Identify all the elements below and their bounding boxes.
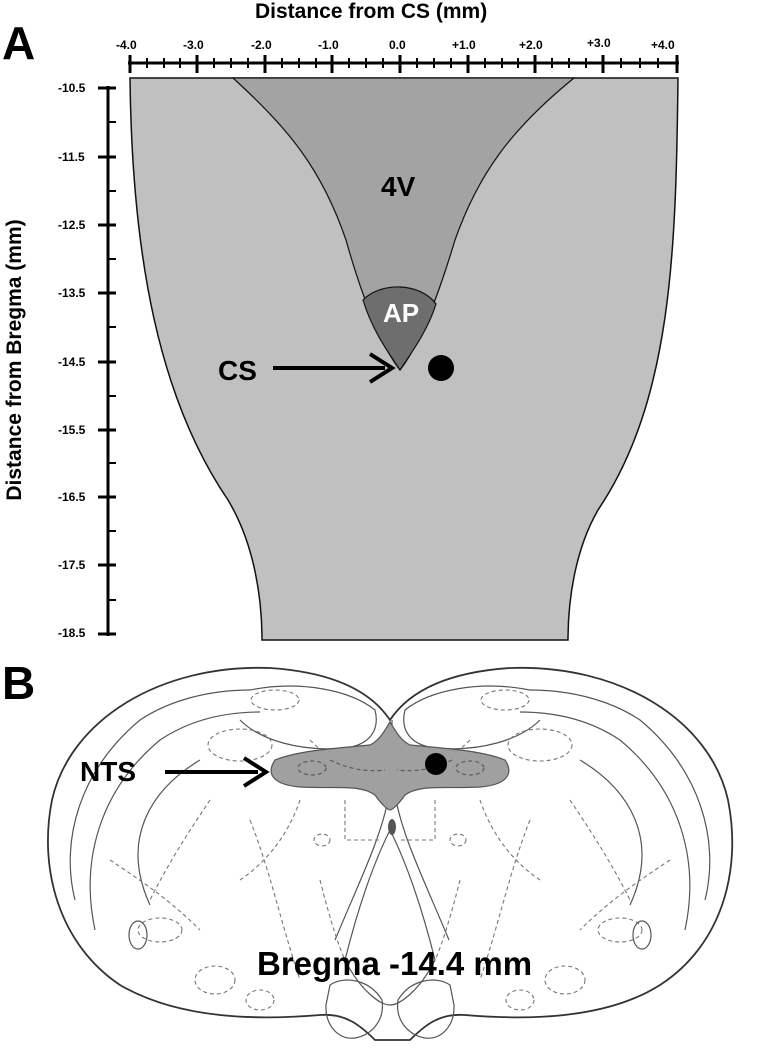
x-tick-label: +1.0	[452, 38, 476, 52]
y-tick-label: -10.5	[58, 81, 86, 95]
x-tick-label: +4.0	[651, 38, 675, 52]
x-tick-label: -2.0	[251, 38, 272, 52]
cs-arrow	[273, 352, 396, 384]
panel-b-letter: B	[2, 657, 36, 709]
label-ap: AP	[383, 298, 420, 328]
x-tick-label: -3.0	[183, 38, 204, 52]
nts-site-marker	[425, 753, 447, 775]
y-tick-label: -15.5	[58, 423, 86, 437]
panel-a-letter: A	[2, 17, 36, 69]
panel-a-diagram	[98, 55, 679, 641]
bregma-caption: Bregma -14.4 mm	[257, 945, 533, 982]
y-tick-label: -17.5	[58, 558, 86, 572]
recording-site-marker	[428, 355, 454, 381]
x-tick-label: 0.0	[389, 38, 406, 52]
x-axis-title: Distance from CS (mm)	[255, 0, 488, 23]
x-tick-label: +2.0	[519, 38, 543, 52]
y-tick-label: -16.5	[58, 490, 86, 504]
y-tick-label: -14.5	[58, 355, 86, 369]
label-4v: 4V	[381, 171, 416, 202]
x-tick-label: +3.0	[587, 36, 611, 50]
y-tick-label: -11.5	[58, 150, 85, 164]
y-tick-label: -18.5	[58, 626, 86, 640]
nts-region	[270, 720, 510, 811]
x-tick-label: -1.0	[318, 38, 339, 52]
nts-arrow	[165, 756, 270, 788]
area-postrema-region	[362, 286, 437, 372]
x-tick-label: -4.0	[116, 38, 137, 52]
label-nts: NTS	[80, 756, 136, 787]
section-outline	[47, 666, 734, 1041]
y-tick-label: -12.5	[58, 218, 86, 232]
y-tick-label: -13.5	[58, 286, 86, 300]
x-axis	[128, 55, 679, 73]
y-axis	[98, 86, 116, 636]
label-cs: CS	[218, 355, 257, 386]
